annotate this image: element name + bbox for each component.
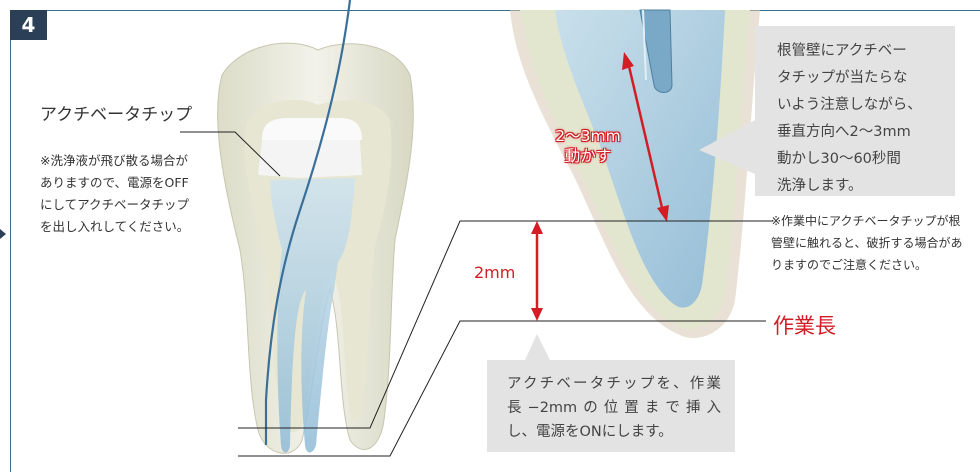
move-range-label: 2〜3mm 動かす bbox=[543, 126, 633, 166]
callout-line: 洗浄します。 bbox=[777, 173, 949, 200]
working-length-label: 作業長 bbox=[773, 310, 836, 340]
insertion-instruction-callout: アクチベータチップを、作業 長−2mmの位置まで挿入 し、電源をONにします。 bbox=[487, 360, 735, 452]
depth-arrow bbox=[531, 221, 543, 321]
activator-tip-label: アクチベータチップ bbox=[40, 100, 192, 125]
zoomed-root-tip bbox=[510, 10, 760, 338]
callout-line: し、電源をONにします。 bbox=[507, 420, 721, 444]
move-range-action: 動かす bbox=[543, 146, 633, 166]
splash-caution-note: ※洗浄液が飛び散る場合がありますので、電源をOFFにしてアクチベータチップを出し… bbox=[40, 150, 200, 238]
callout-pointer-bottom bbox=[525, 334, 550, 360]
irrigation-instruction-callout: 根管壁にアクチベー タチップが当たらな いよう注意しながら、 垂直方向へ2〜3m… bbox=[755, 26, 955, 196]
callout-line: 根管壁にアクチベー bbox=[777, 38, 949, 65]
callout-line: いよう注意しながら、 bbox=[777, 92, 949, 119]
callout-line: アクチベータチップを、作業 bbox=[507, 372, 721, 396]
tooth-illustration bbox=[218, 0, 414, 453]
callout-line: 動かし30〜60秒間 bbox=[777, 146, 949, 173]
callout-line: 長−2mmの位置まで挿入 bbox=[507, 396, 721, 420]
fracture-warning-note: ※作業中にアクチベータチップが根管壁に触れると、破折する場合がありますのでご注意… bbox=[771, 210, 971, 276]
callout-line: 垂直方向へ2〜3mm bbox=[777, 119, 949, 146]
callout-line: タチップが当たらな bbox=[777, 65, 949, 92]
move-range-value: 2〜3mm bbox=[543, 126, 633, 146]
depth-label: 2mm bbox=[474, 263, 515, 282]
